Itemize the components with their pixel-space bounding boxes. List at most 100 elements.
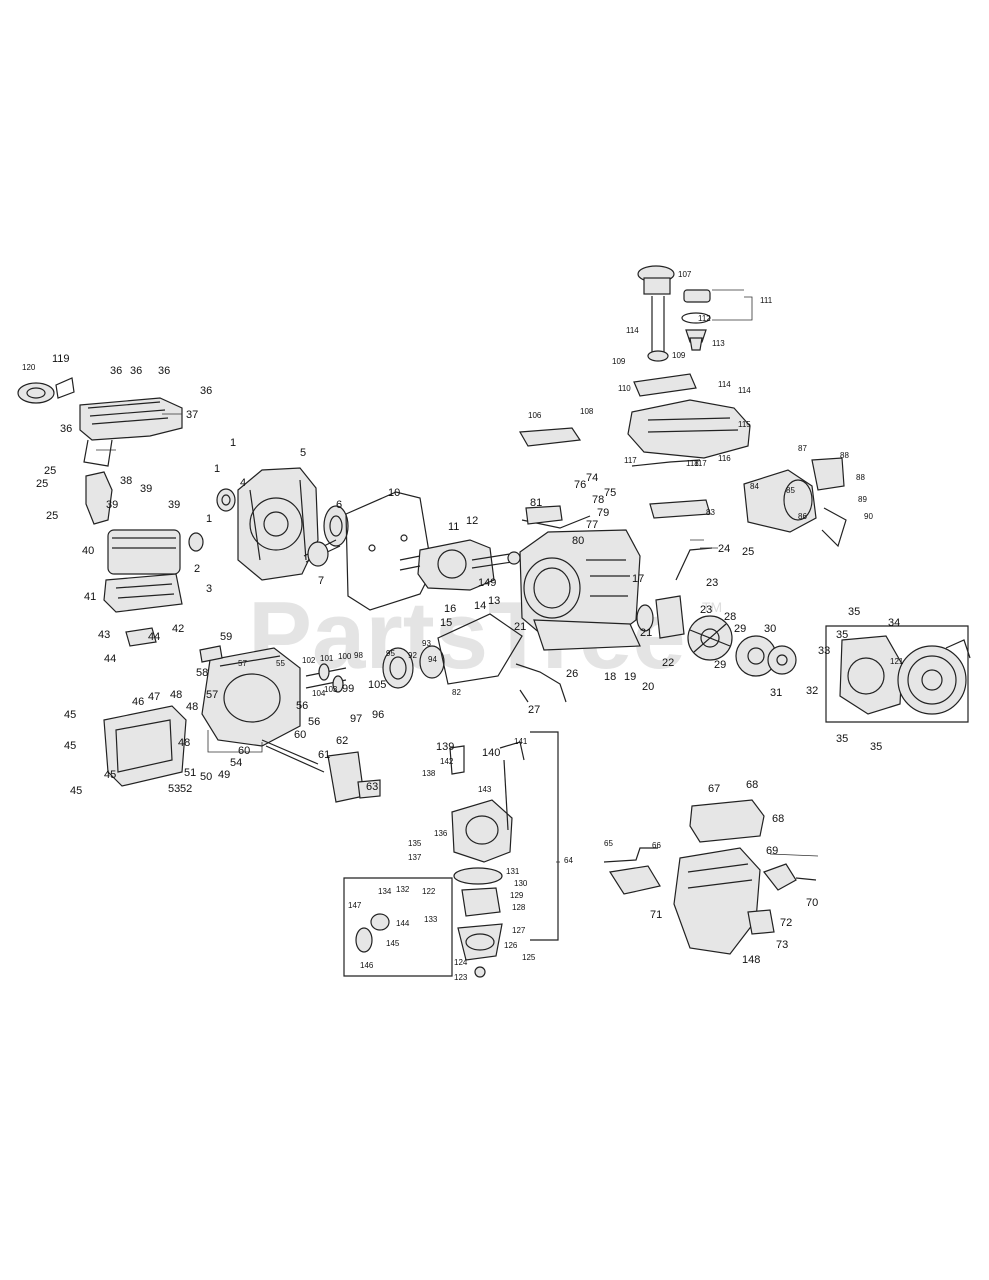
callout-47: 47 xyxy=(148,691,160,703)
callout-10: 10 xyxy=(388,487,400,499)
callout-123: 123 xyxy=(454,973,468,982)
callout-93: 93 xyxy=(422,639,431,648)
callout-39: 39 xyxy=(140,483,152,495)
callout-145: 145 xyxy=(386,939,400,948)
callout-113: 113 xyxy=(712,339,725,348)
callout-13: 13 xyxy=(488,595,500,607)
callout-97: 97 xyxy=(350,713,362,725)
callout-117: 117 xyxy=(694,459,707,468)
callout-45: 45 xyxy=(64,740,76,752)
recoil-starter-121 xyxy=(897,639,971,715)
callout-33: 33 xyxy=(818,645,830,657)
valves-98 xyxy=(305,663,347,693)
oil-seal-4 xyxy=(216,488,236,512)
exhaust-gasket xyxy=(125,627,157,647)
crankcase-cover xyxy=(237,467,319,581)
callout-35: 35 xyxy=(836,733,848,745)
dipstick-2 xyxy=(188,532,204,552)
callout-71: 71 xyxy=(650,909,662,921)
callout-39: 39 xyxy=(168,499,180,511)
callout-135: 135 xyxy=(408,839,422,848)
callout-21: 21 xyxy=(640,627,652,639)
callout-94: 94 xyxy=(428,655,437,664)
control-plate-106 xyxy=(519,427,582,447)
callout-128: 128 xyxy=(512,903,526,912)
callout-65: 65 xyxy=(604,839,613,848)
callout-149: 149 xyxy=(478,577,496,589)
callout-136: 136 xyxy=(434,829,448,838)
callout-120: 120 xyxy=(22,363,36,372)
callout-36: 36 xyxy=(60,423,72,435)
callout-36: 36 xyxy=(158,365,170,377)
callout-24: 24 xyxy=(718,543,730,555)
callout-1: 1 xyxy=(230,437,236,449)
callout-43: 43 xyxy=(98,629,110,641)
muffler-bracket xyxy=(85,471,113,525)
fuel-cap-107 xyxy=(637,265,675,362)
callout-3: 3 xyxy=(206,583,212,595)
callout-117: 117 xyxy=(624,456,637,465)
callout-76: 76 xyxy=(574,479,586,491)
callout-115: 115 xyxy=(738,420,751,429)
callout-36: 36 xyxy=(200,385,212,397)
callout-62: 62 xyxy=(336,735,348,747)
callout-64: 64 xyxy=(564,856,573,865)
callout-31: 31 xyxy=(770,687,782,699)
callout-42: 42 xyxy=(172,623,184,635)
callout-69: 69 xyxy=(766,845,778,857)
callout-56: 56 xyxy=(308,716,320,728)
callout-122: 122 xyxy=(422,887,436,896)
callout-68: 68 xyxy=(772,813,784,825)
callout-59: 59 xyxy=(220,631,232,643)
callout-20: 20 xyxy=(642,681,654,693)
callout-36: 36 xyxy=(130,365,142,377)
cylinder-head-cover-46 xyxy=(103,705,187,787)
piston-rod xyxy=(471,551,521,569)
callout-63: 63 xyxy=(366,781,378,793)
callout-74: 74 xyxy=(586,472,598,484)
connecting-rod-frame xyxy=(437,613,523,685)
callout-25: 25 xyxy=(44,465,56,477)
callout-16: 16 xyxy=(444,603,456,615)
callout-21: 21 xyxy=(514,621,526,633)
fuel-tank-115 xyxy=(627,399,751,459)
callout-15: 15 xyxy=(440,617,452,629)
governor-linkage xyxy=(521,505,591,529)
callout-6: 6 xyxy=(336,499,342,511)
callout-45: 45 xyxy=(104,769,116,781)
callout-129: 129 xyxy=(510,891,524,900)
callout-82: 82 xyxy=(452,688,461,697)
callout-78: 78 xyxy=(592,494,604,506)
callout-112: 112 xyxy=(698,314,711,323)
callout-58: 58 xyxy=(196,667,208,679)
callout-106: 106 xyxy=(528,411,542,420)
callout-90: 90 xyxy=(864,512,873,521)
callout-140: 140 xyxy=(482,747,500,759)
callout-55: 55 xyxy=(276,659,285,668)
callout-67: 67 xyxy=(708,783,720,795)
callout-144: 144 xyxy=(396,919,410,928)
callout-84: 84 xyxy=(750,482,759,491)
callout-80: 80 xyxy=(572,535,584,547)
callout-48: 48 xyxy=(186,701,198,713)
callout-40: 40 xyxy=(82,545,94,557)
bearing-6 xyxy=(323,505,349,547)
callout-146: 146 xyxy=(360,961,374,970)
callout-68: 68 xyxy=(746,779,758,791)
callout-103: 103 xyxy=(324,685,338,694)
callout-27: 27 xyxy=(528,704,540,716)
callout-50: 50 xyxy=(200,771,212,783)
callout-107: 107 xyxy=(678,270,692,279)
bracket-71 xyxy=(763,863,817,891)
callout-116: 116 xyxy=(718,454,731,463)
callout-56: 56 xyxy=(296,700,308,712)
callout-100: 100 xyxy=(338,652,352,661)
callout-83: 83 xyxy=(706,508,715,517)
callout-70: 70 xyxy=(806,897,818,909)
intake-manifold-62 xyxy=(327,751,381,803)
callout-35: 35 xyxy=(848,606,860,618)
callout-60: 60 xyxy=(238,745,250,757)
air-filter-housing xyxy=(201,647,301,747)
callout-110: 110 xyxy=(618,384,631,393)
